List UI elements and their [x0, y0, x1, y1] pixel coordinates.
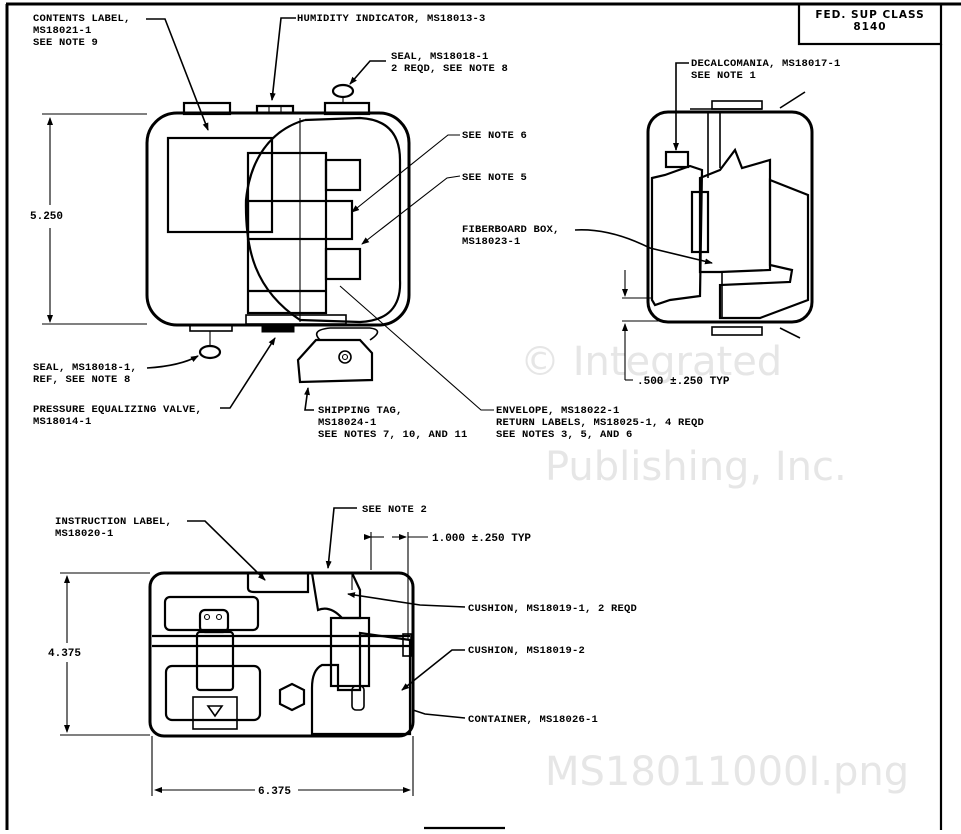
- see-note-6-label: SEE NOTE 6: [462, 130, 527, 142]
- pressure-valve-icon: [261, 323, 295, 333]
- instruction-label-line-2: MS18020-1: [55, 528, 114, 540]
- cushion-1-label: CUSHION, MS18019-1, 2 REQD: [468, 603, 637, 615]
- pressure-valve-line-1: PRESSURE EQUALIZING VALVE,: [33, 404, 202, 416]
- shipping-tag-line-2: MS18024-1: [318, 417, 377, 429]
- decalcomania-label-icon: [664, 150, 690, 169]
- watermark-line-1: © Integrated: [520, 339, 782, 385]
- top-view-height-dimension: 5.250: [30, 211, 63, 223]
- humidity-indicator-body: [255, 104, 295, 113]
- humidity-indicator-label: HUMIDITY INDICATOR, MS18013-3: [297, 13, 486, 25]
- envelope-line-1: ENVELOPE, MS18022-1: [496, 405, 620, 417]
- shipping-tag-icon: [296, 338, 374, 384]
- decalcomania-line-1: DECALCOMANIA, MS18017-1: [691, 58, 841, 70]
- seal-ref-line-1: SEAL, MS18018-1,: [33, 362, 137, 374]
- envelope-line-2: RETURN LABELS, MS18025-1, 4 REQD: [496, 417, 704, 429]
- seal-ref-line-2: REF, SEE NOTE 8: [33, 374, 131, 386]
- front-view-drawing: 1.000 ±.250 TYP 4.375 6.375: [48, 532, 531, 830]
- side-view-drawing: .500 ±.250 TYP: [622, 91, 814, 388]
- fed-sup-class-number: 8140: [853, 21, 886, 33]
- front-view-height-dimension: 4.375: [48, 648, 81, 660]
- watermark-line-3: MS18011000I.png: [545, 749, 909, 795]
- fed-sup-class-label: FED. SUP CLASS: [815, 9, 924, 21]
- seal-bottom-icon: [198, 344, 222, 360]
- front-view-offset-dimension: 1.000 ±.250 TYP: [432, 533, 531, 545]
- see-note-2-label: SEE NOTE 2: [362, 504, 427, 516]
- watermark: © Integrated Publishing, Inc. MS18011000…: [520, 339, 909, 795]
- envelope-line-3: SEE NOTES 3, 5, AND 6: [496, 429, 633, 441]
- see-note-5-label: SEE NOTE 5: [462, 172, 527, 184]
- contents-label-plate: [182, 101, 232, 116]
- instruction-label-plate: [246, 574, 310, 594]
- contents-label-line-3: SEE NOTE 9: [33, 37, 98, 49]
- latch-hasp-icon: [198, 608, 230, 634]
- side-view-clearance-dimension: .500 ±.250 TYP: [637, 376, 730, 388]
- fiberboard-box-line-2: MS18023-1: [462, 236, 521, 248]
- seal-top-line-1: SEAL, MS18018-1: [391, 51, 489, 63]
- contents-label-line-2: MS18021-1: [33, 25, 92, 37]
- front-view-width-dimension: 6.375: [258, 786, 291, 798]
- top-view-drawing: 5.250: [30, 83, 411, 384]
- pressure-valve-line-2: MS18014-1: [33, 416, 92, 428]
- seal-top-line-2: 2 REQD, SEE NOTE 8: [391, 63, 508, 75]
- container-label: CONTAINER, MS18026-1: [468, 714, 598, 726]
- watermark-line-2: Publishing, Inc.: [545, 444, 847, 490]
- cushion-2-label: CUSHION, MS18019-2: [468, 645, 585, 657]
- side-view-labels: DECALCOMANIA, MS18017-1 SEE NOTE 1 FIBER…: [462, 58, 841, 265]
- latch-icon: [195, 630, 235, 692]
- title-block: FED. SUP CLASS 8140: [797, 2, 943, 46]
- contents-label-line-1: CONTENTS LABEL,: [33, 13, 131, 25]
- instruction-label-line-1: INSTRUCTION LABEL,: [55, 516, 172, 528]
- shipping-tag-line-1: SHIPPING TAG,: [318, 405, 403, 417]
- fiberboard-box-line-1: FIBERBOARD BOX,: [462, 224, 560, 236]
- top-view-labels: CONTENTS LABEL, MS18021-1 SEE NOTE 9 HUM…: [33, 13, 704, 441]
- decalcomania-line-2: SEE NOTE 1: [691, 70, 756, 82]
- front-view-labels: INSTRUCTION LABEL, MS18020-1 SEE NOTE 2 …: [55, 504, 637, 726]
- seal-top-icon: [331, 83, 355, 99]
- hex-nut-icon: [278, 682, 306, 712]
- shipping-tag-line-3: SEE NOTES 7, 10, AND 11: [318, 429, 468, 441]
